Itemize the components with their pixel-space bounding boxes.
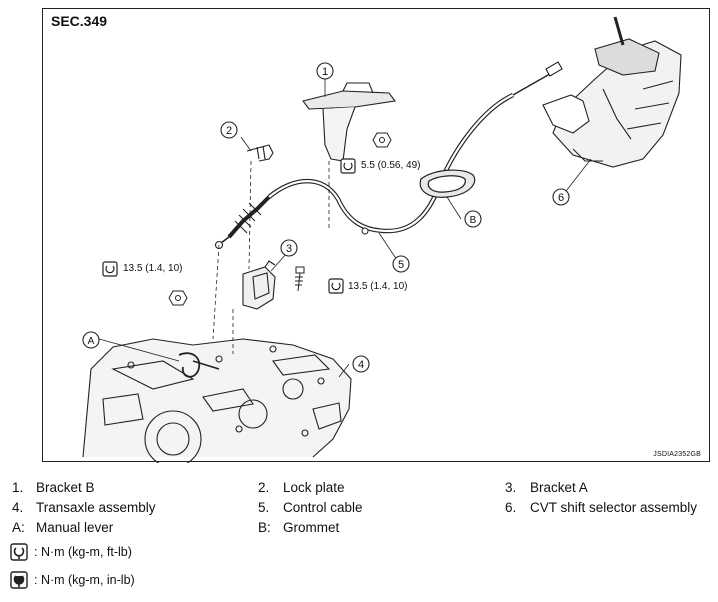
- section-label: SEC.349: [51, 13, 108, 29]
- torque-wrench-icon: [10, 543, 28, 561]
- callout-5: [392, 255, 410, 273]
- svg-text:5: 5: [398, 259, 404, 271]
- svg-text:6: 6: [558, 192, 564, 204]
- svg-text:B: B: [470, 215, 477, 226]
- callout-4: [352, 355, 370, 373]
- figure-id: JSDIA2352GB: [653, 451, 701, 458]
- cvt-shift-selector-drawing: [542, 16, 682, 168]
- control-cable-drawing: [214, 61, 563, 250]
- diagram-frame: 1 2 3 4 5 6 A B SEC.349 5.5 (0.56, 49) 1…: [42, 8, 710, 463]
- symbol-text-ft-lb: : N·m (kg-m, ft-lb): [34, 545, 132, 559]
- callout-b: [464, 210, 482, 228]
- callout-1: [316, 62, 334, 80]
- callout-a: [82, 331, 100, 349]
- lock-plate-drawing: [246, 144, 274, 162]
- torque-wrench-icon: [102, 158, 356, 294]
- grommet-drawing: [419, 169, 476, 198]
- callout-3: [280, 239, 298, 257]
- callout-labels: 1 2 3 4 5 6 A B: [88, 66, 564, 371]
- torque-bracket-a-left: 13.5 (1.4, 10): [123, 263, 183, 274]
- torque-bracket-b: 5.5 (0.56, 49): [361, 160, 421, 171]
- svg-text:2: 2: [226, 125, 232, 137]
- bracket-b-drawing: [302, 82, 396, 162]
- callout-circles: [82, 62, 570, 373]
- svg-text:1: 1: [322, 66, 328, 78]
- torque-wrench-filled-icon: [10, 571, 28, 589]
- callout-2: [220, 121, 238, 139]
- bolt-drawing: [168, 132, 392, 306]
- leader-lines: [98, 79, 592, 378]
- svg-text:4: 4: [358, 359, 364, 371]
- exploded-view-drawing: 1 2 3 4 5 6 A B: [82, 16, 682, 463]
- callout-6: [552, 188, 570, 206]
- bracket-a-drawing: [242, 260, 276, 310]
- svg-text:3: 3: [286, 243, 292, 255]
- symbol-text-in-lb: : N·m (kg-m, in-lb): [34, 573, 135, 587]
- svg-text:A: A: [88, 336, 95, 347]
- torque-bracket-a-right: 13.5 (1.4, 10): [348, 281, 408, 292]
- transaxle-assembly-drawing: [82, 338, 352, 463]
